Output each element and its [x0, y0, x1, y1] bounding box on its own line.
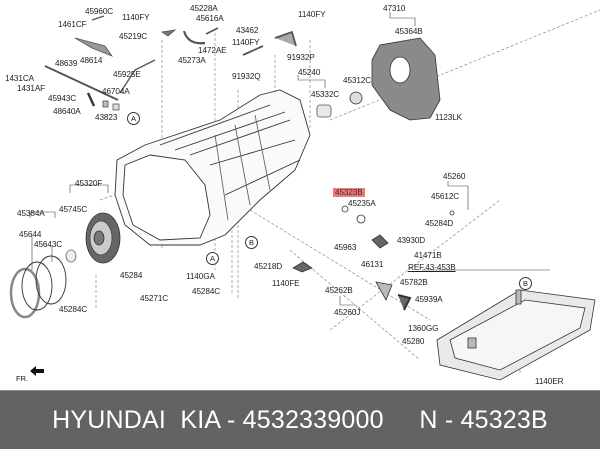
part-label: 45745C	[59, 205, 88, 214]
part-label: 45384A	[17, 209, 45, 218]
transmission-housing	[114, 89, 311, 246]
part-label: 1360GG	[408, 324, 439, 333]
part-label: 1461CF	[58, 20, 87, 29]
part-label: 43823	[95, 113, 118, 122]
part-label: 45240	[298, 68, 321, 77]
shift-linkage	[44, 15, 156, 111]
part-label: 48614	[80, 56, 103, 65]
part-label: 91932Q	[232, 72, 261, 81]
part-label: 45280	[402, 337, 425, 346]
part-label: 45219C	[119, 32, 148, 41]
part-label: 45284C	[59, 305, 88, 314]
part-label: 45312C	[343, 76, 372, 85]
front-direction-label: FR.	[16, 374, 29, 383]
part-label: 45262B	[325, 286, 353, 295]
part-label: 45332C	[311, 90, 340, 99]
part-label: 48639	[55, 59, 78, 68]
part-label: 45644	[19, 230, 42, 239]
part-label: 45612C	[431, 192, 460, 201]
part-label: 41471B	[414, 251, 442, 260]
part-label: 1123LK	[435, 113, 463, 122]
part-number-caption: HYUNDAI KIA - 4532339000 N - 45323B	[52, 406, 548, 434]
part-label: 48640A	[53, 107, 81, 116]
part-label: 1140ER	[535, 377, 564, 386]
part-label: 45235A	[348, 199, 376, 208]
part-label: 45284C	[192, 287, 221, 296]
transmission-exploded-view	[9, 9, 600, 381]
part-label: 43930D	[397, 236, 426, 245]
part-label: 45939A	[415, 295, 443, 304]
oil-pump-assembly	[65, 212, 121, 264]
small-fittings	[292, 205, 455, 311]
top-brackets	[160, 27, 297, 56]
part-label: 45260	[443, 172, 466, 181]
part-label: 45925E	[113, 70, 141, 79]
part-label: 45364B	[395, 27, 423, 36]
part-label: 45963	[334, 243, 357, 252]
part-label: 46131	[361, 260, 384, 269]
part-label: 45284D	[425, 219, 454, 228]
part-label: 1431AF	[17, 84, 46, 93]
part-label: 45616A	[196, 14, 224, 23]
seal-rings	[9, 255, 67, 319]
part-label: 1140FY	[232, 38, 260, 47]
view-callout-b: B	[245, 236, 258, 249]
part-label: 43462	[236, 26, 259, 35]
part-label: 45943C	[48, 94, 77, 103]
part-label: 45260J	[334, 308, 361, 317]
view-callout-a: A	[127, 112, 140, 125]
part-label: 1431CA	[5, 74, 34, 83]
part-label: 45320F	[75, 179, 103, 188]
part-label: 47310	[383, 4, 406, 13]
footer-bar: HYUNDAI KIA - 4532339000 N - 45323B	[0, 390, 600, 449]
part-label: 45271C	[140, 294, 169, 303]
part-label: 45228A	[190, 4, 218, 13]
part-label: 45782B	[400, 278, 428, 287]
part-label: 46704A	[102, 87, 130, 96]
oil-pan	[436, 289, 596, 381]
part-label: 1140FY	[122, 13, 150, 22]
part-label: 1140FY	[298, 10, 326, 19]
view-callout-b: B	[519, 277, 532, 290]
part-label: 1140FE	[272, 279, 300, 288]
reference-link[interactable]: REF.43-453B	[408, 263, 456, 272]
part-label: 91932P	[287, 53, 315, 62]
part-label: 1472AE	[198, 46, 227, 55]
part-label: 45643C	[34, 240, 63, 249]
highlighted-part-label[interactable]: 45323B	[333, 188, 365, 197]
part-label: 45284	[120, 271, 143, 280]
part-label: 45273A	[178, 56, 206, 65]
sleeve	[316, 104, 332, 118]
part-label: 45960C	[85, 7, 114, 16]
part-label: 1140GA	[186, 272, 215, 281]
view-callout-a: A	[206, 252, 219, 265]
rear-extension-housing	[349, 37, 441, 121]
part-label: 45218D	[254, 262, 283, 271]
front-direction-arrow	[30, 366, 44, 376]
